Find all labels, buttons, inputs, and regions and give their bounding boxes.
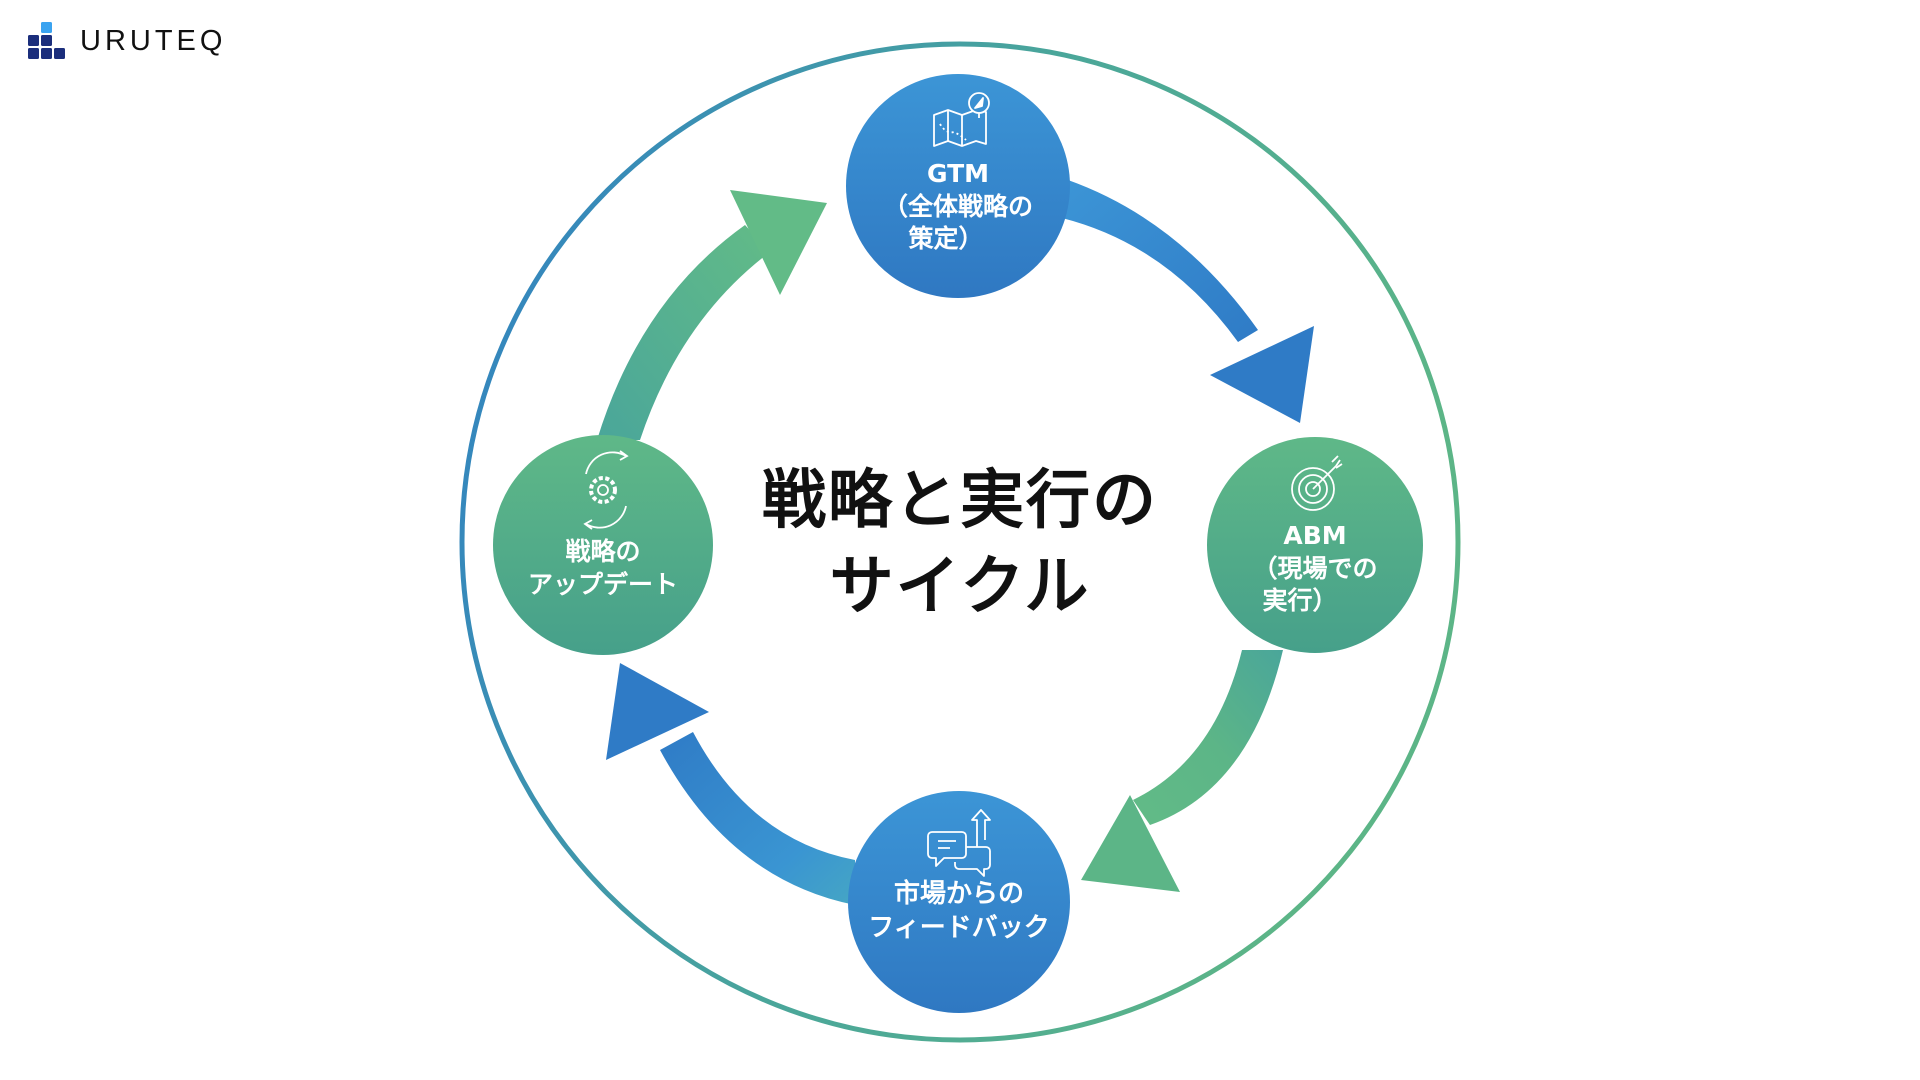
node-update-line-2: アップデート (527, 569, 678, 599)
outer-ring (459, 41, 1461, 1043)
chat-feedback-up-icon (927, 809, 991, 877)
node-abm-title: ABM (1283, 521, 1347, 550)
node-feedback-line-1: 市場からの (893, 879, 1024, 909)
node-feedback-line-2: フィードバック (868, 912, 1050, 943)
diagram-title-line-2: サイクル (829, 550, 1091, 625)
node-gtm-label: GTM （全体戦略の 策定） (858, 158, 1058, 256)
arrow-feedback-to-update (606, 663, 855, 905)
diagram-title: 戦略と実行の サイクル (700, 458, 1220, 631)
node-abm-subtitle-1: （現場での (1252, 553, 1378, 583)
node-gtm-subtitle-1: （全体戦略の (882, 191, 1033, 221)
node-gtm-title: GTM (926, 159, 989, 188)
stacked-blocks-logo-icon (28, 22, 66, 60)
node-gtm-circle (846, 74, 1070, 298)
node-update-line-1: 戦略の (565, 537, 641, 566)
gear-refresh-icon (583, 450, 629, 530)
target-arrow-icon (1291, 455, 1343, 511)
arrow-gtm-to-abm (1062, 180, 1314, 423)
brand-name: URUTEQ (80, 24, 227, 57)
node-update-label: 戦略の アップデート (493, 536, 713, 601)
node-abm-label: ABM （現場での 実行） (1215, 520, 1415, 618)
node-abm-circle (1207, 437, 1423, 653)
node-gtm-subtitle-2: 策定） (908, 224, 984, 253)
arrow-update-to-gtm (597, 190, 827, 440)
node-abm-subtitle-2: 実行） (1262, 586, 1338, 615)
diagram-title-line-1: 戦略と実行の (762, 464, 1158, 538)
map-compass-icon (933, 92, 990, 147)
node-feedback-circle (848, 791, 1070, 1013)
node-feedback-label: 市場からの フィードバック (849, 878, 1069, 946)
brand-logo: URUTEQ (28, 22, 226, 60)
arrow-abm-to-feedback (1081, 650, 1283, 892)
node-update-circle (493, 435, 713, 655)
